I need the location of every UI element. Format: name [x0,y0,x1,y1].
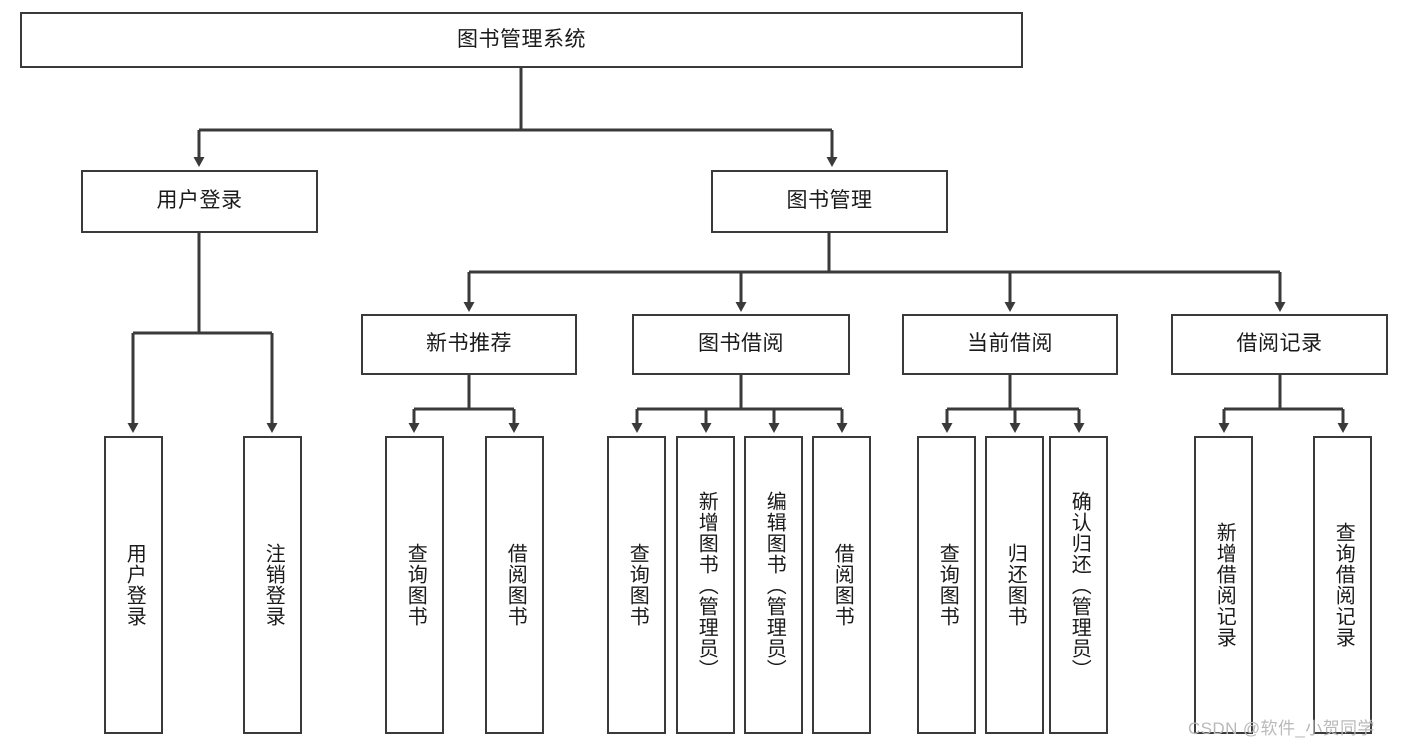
node-leaf-add-record[interactable]: 新增借阅记录 [1194,436,1253,734]
node-root[interactable]: 图书管理系统 [20,12,1023,68]
node-leaf-edit-book[interactable]: 编辑图书（管理员） [744,436,803,734]
node-current-borrow[interactable]: 当前借阅 [902,314,1118,375]
node-leaf-query-record[interactable]: 查询借阅记录 [1313,436,1372,734]
node-leaf-confirm-return[interactable]: 确认归还（管理员） [1049,436,1108,734]
node-user-login-label: 用户登录 [156,189,243,213]
node-user-login[interactable]: 用户登录 [81,170,318,233]
node-leaf-logout-label: 注销登录 [262,543,285,627]
node-leaf-add-book[interactable]: 新增图书（管理员） [676,436,735,734]
node-new-book-rec[interactable]: 新书推荐 [361,314,577,375]
node-leaf-query-book-2[interactable]: 查询图书 [607,436,666,734]
node-leaf-query-book-1[interactable]: 查询图书 [385,436,444,734]
node-leaf-user-login-label: 用户登录 [123,543,146,627]
node-leaf-borrow-book-1-label: 借阅图书 [504,543,527,627]
node-leaf-query-book-3[interactable]: 查询图书 [917,436,976,734]
node-book-manage-label: 图书管理 [786,189,873,213]
node-leaf-user-login[interactable]: 用户登录 [104,436,163,734]
node-root-label: 图书管理系统 [457,27,586,51]
node-leaf-add-record-label: 新增借阅记录 [1213,522,1236,648]
node-current-borrow-label: 当前借阅 [967,332,1053,356]
node-new-book-rec-label: 新书推荐 [426,332,512,356]
node-book-borrow[interactable]: 图书借阅 [632,314,850,375]
node-leaf-borrow-book-2-label: 借阅图书 [831,543,854,627]
node-borrow-record[interactable]: 借阅记录 [1171,314,1388,375]
node-leaf-return-book-label: 归还图书 [1004,543,1027,627]
node-leaf-borrow-book-1[interactable]: 借阅图书 [485,436,544,734]
node-leaf-query-book-1-label: 查询图书 [404,543,427,627]
csdn-watermark: CSDN @软件_小贺同学 [1188,719,1375,738]
node-leaf-edit-book-label: 编辑图书（管理员） [763,490,786,680]
node-book-borrow-label: 图书借阅 [698,332,784,356]
node-leaf-query-record-label: 查询借阅记录 [1332,522,1355,648]
node-book-manage[interactable]: 图书管理 [711,170,948,233]
node-borrow-record-label: 借阅记录 [1236,332,1323,356]
node-leaf-return-book[interactable]: 归还图书 [985,436,1044,734]
node-leaf-borrow-book-2[interactable]: 借阅图书 [812,436,871,734]
node-leaf-query-book-3-label: 查询图书 [936,543,959,627]
node-leaf-query-book-2-label: 查询图书 [626,543,649,627]
node-leaf-logout[interactable]: 注销登录 [243,436,302,734]
node-leaf-add-book-label: 新增图书（管理员） [695,490,718,680]
node-leaf-confirm-return-label: 确认归还（管理员） [1068,490,1091,680]
